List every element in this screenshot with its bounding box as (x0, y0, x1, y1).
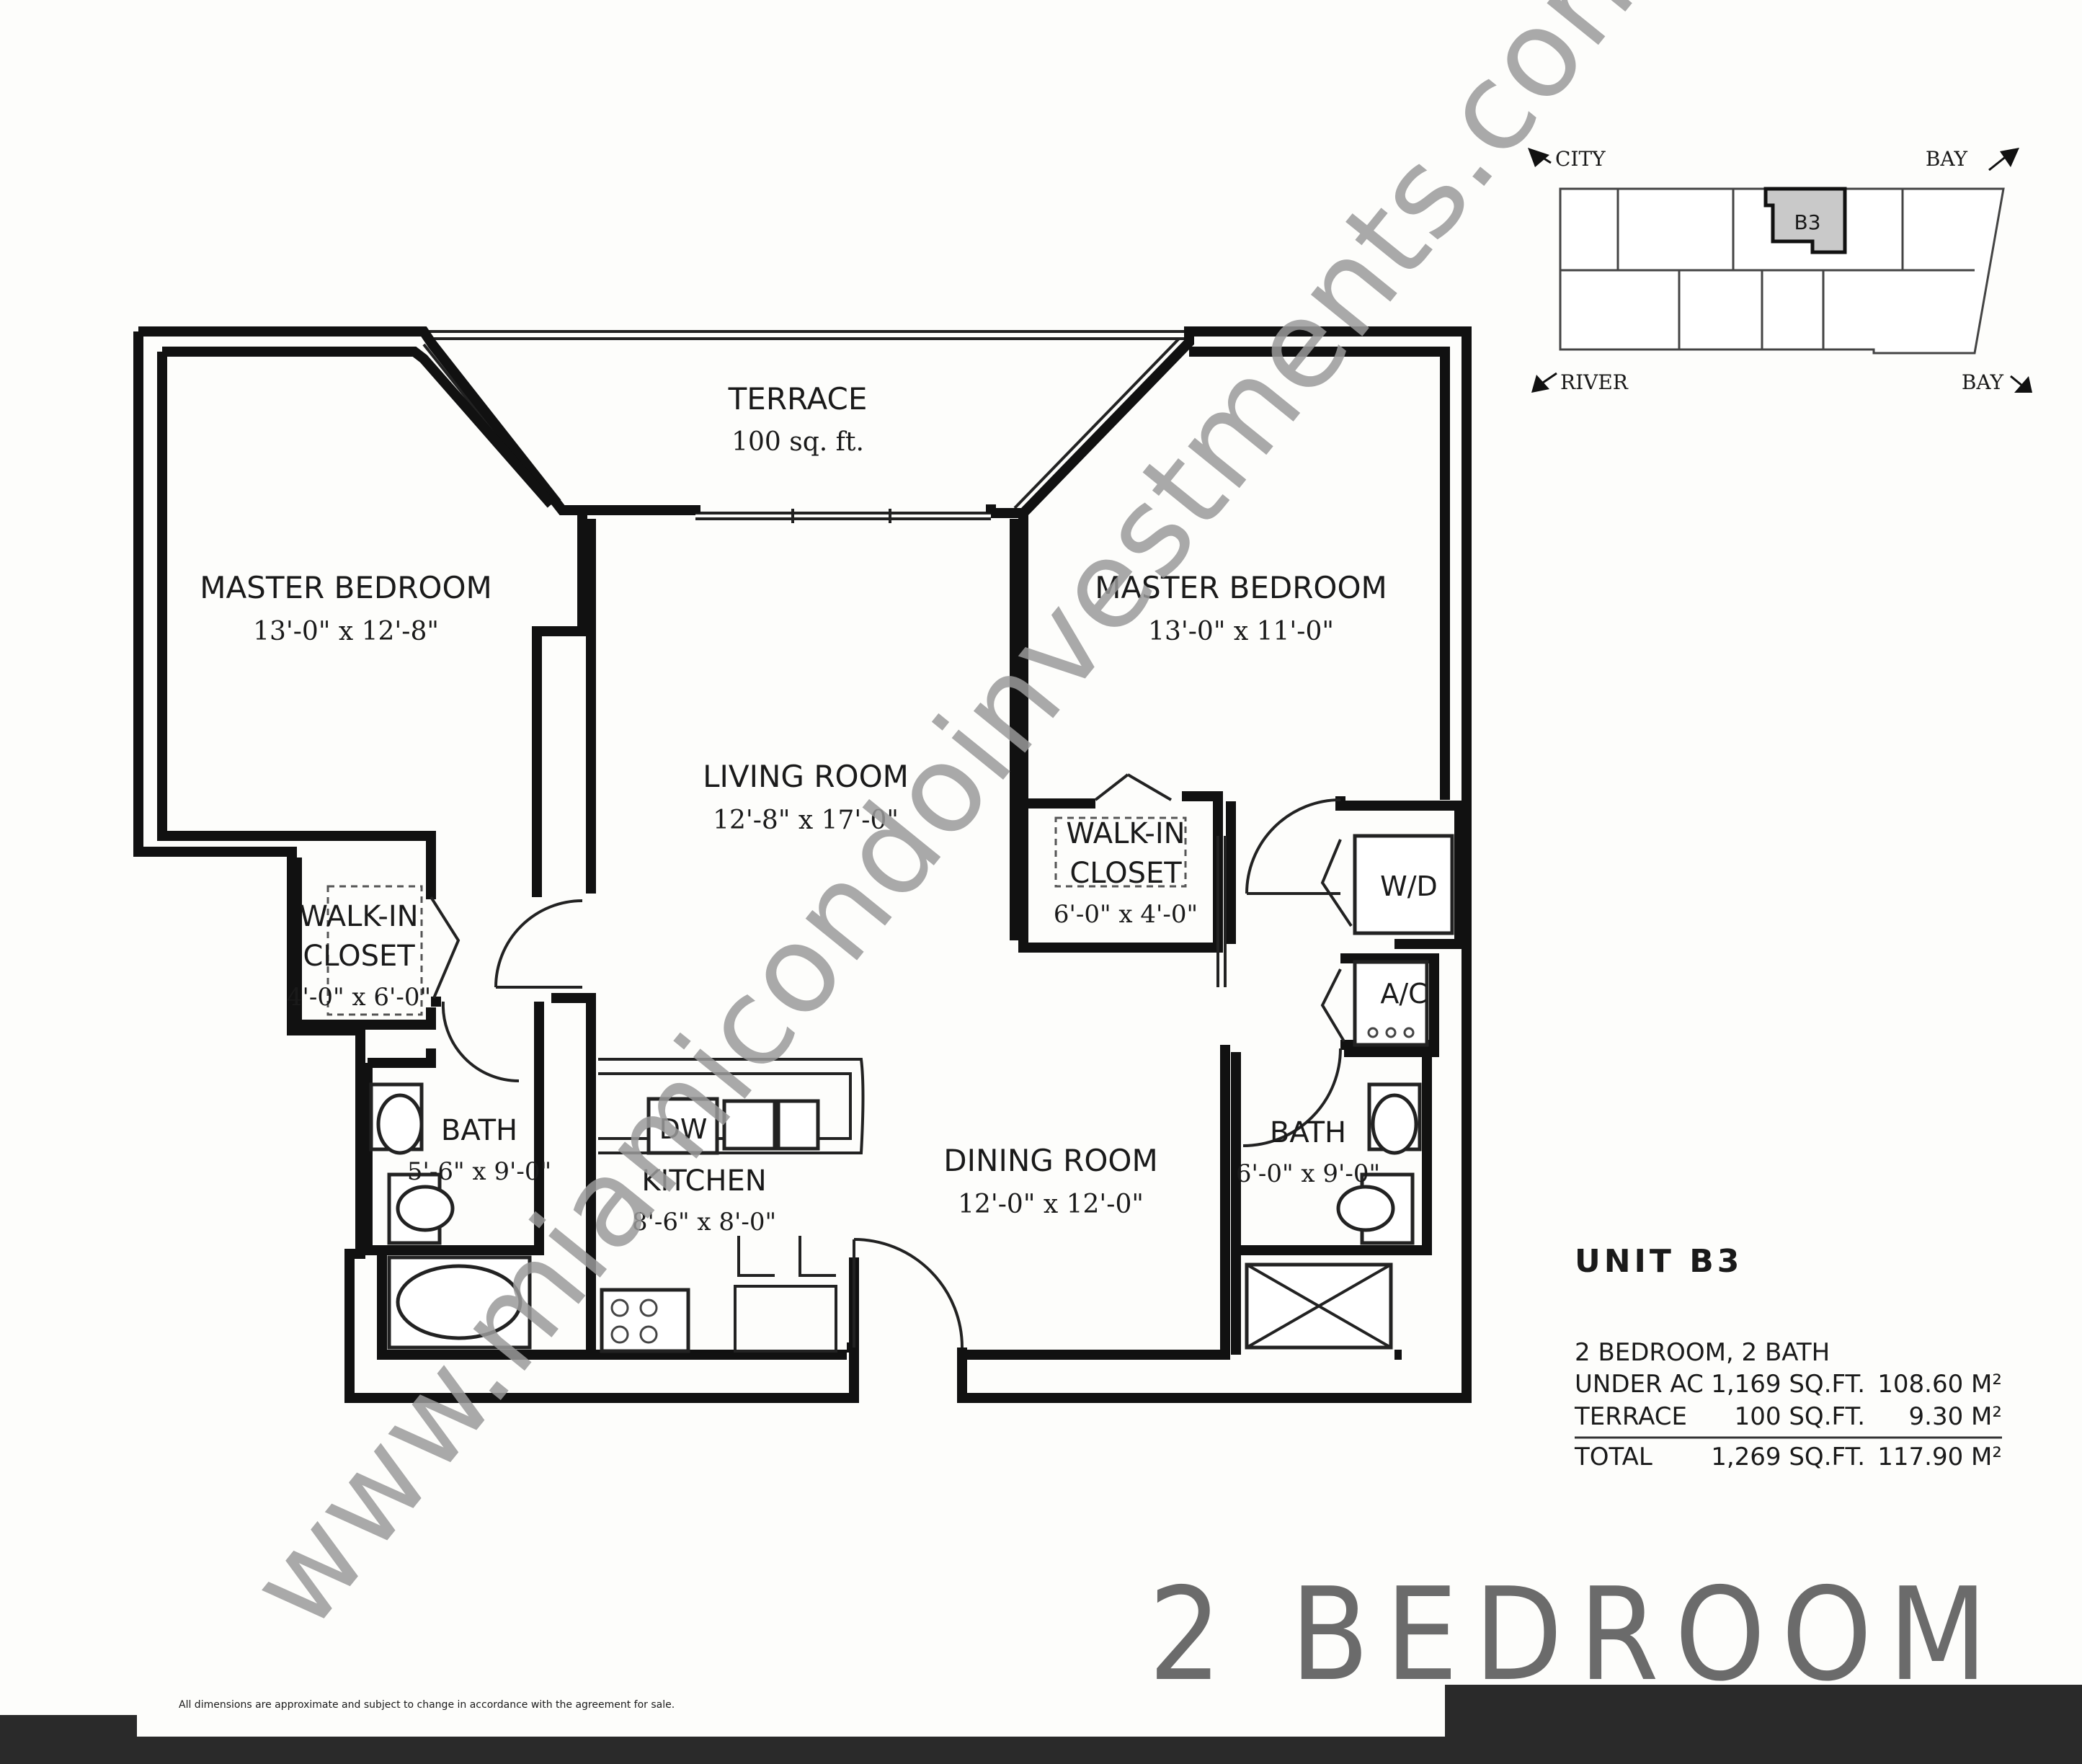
bath-left-size: 5'-6" x 9'-0" (407, 1157, 551, 1186)
bath-right-label: BATH (1270, 1116, 1346, 1149)
sink-right (776, 1099, 820, 1151)
dishwasher (646, 1097, 719, 1155)
unit-title: UNIT B3 (1575, 1243, 1743, 1280)
closet-left-label-2: CLOSET (303, 940, 415, 973)
specs-row-1-m2: 108.60 M² (1877, 1370, 2002, 1399)
closet-right-rail (1054, 816, 1187, 888)
sink-left (722, 1099, 777, 1151)
master-bedroom-right-label: MASTER BEDROOM (1095, 570, 1387, 605)
dining-room-size: 12'-0" x 12'-0" (958, 1190, 1144, 1219)
arrow-bay-bottom-icon (2014, 376, 2032, 393)
specs-row-2-m2: 9.30 M² (1909, 1402, 2002, 1431)
footer-bar-right (1445, 1685, 2082, 1764)
arrow-city-icon (1528, 148, 1549, 167)
kitchen-counters (598, 1058, 865, 1353)
specs-row-2-sqft: 100 SQ.FT. (1735, 1402, 1865, 1431)
dishwasher-label: DW (659, 1113, 708, 1145)
terrace-label: TERRACE (728, 381, 868, 416)
specs-row-1-label: UNDER AC (1575, 1370, 1704, 1399)
kitchen-label: KITCHEN (641, 1164, 766, 1198)
ac-label: A/C (1380, 978, 1427, 1010)
key-plan: B3 CITY BAY RIVER BAY (1528, 147, 2032, 394)
washer-dryer (1353, 834, 1454, 935)
closet-left-size: 4'-0" x 6'-0" (287, 983, 431, 1012)
closet-right-label-2: CLOSET (1069, 857, 1182, 890)
master-bedroom-right-size: 13'-0" x 11'-0" (1148, 617, 1334, 646)
fridge (734, 1285, 837, 1353)
arrow-bay-top-icon (2000, 148, 2019, 167)
closet-left-label-1: WALK-IN (299, 900, 418, 933)
headline: 2 BEDROOM (1148, 1560, 2003, 1709)
kitchen-size: 8'-6" x 8'-0" (632, 1208, 776, 1237)
specs-row-3-sqft: 1,269 SQ.FT. (1711, 1443, 1865, 1471)
master-bedroom-left-label: MASTER BEDROOM (200, 570, 492, 605)
unit-b3-highlight (1763, 187, 1847, 254)
disclaimer: All dimensions are approximate and subje… (179, 1699, 675, 1711)
keyplan-city: CITY (1555, 147, 1606, 171)
keyplan-bay-bottom: BAY (1962, 370, 2004, 394)
specs-row-2-label: TERRACE (1574, 1402, 1687, 1431)
closet-left-rail (326, 885, 423, 1016)
bath-fixtures (369, 834, 1454, 1350)
dining-room-label: DINING ROOM (943, 1143, 1157, 1178)
walls (133, 326, 1472, 1403)
closet-right-size: 6'-0" x 4'-0" (1054, 900, 1198, 929)
keyplan-bay-top: BAY (1926, 147, 1968, 171)
keyplan-river: RIVER (1560, 370, 1629, 394)
master-bedroom-left-size: 13'-0" x 12'-8" (253, 617, 439, 646)
specs-row-3-m2: 117.90 M² (1877, 1443, 2002, 1471)
living-room-size: 12'-8" x 17'-0" (713, 806, 899, 835)
washer-dryer-label: W/D (1380, 870, 1438, 902)
specs-row-1-sqft: 1,169 SQ.FT. (1711, 1370, 1865, 1399)
door-swings (430, 773, 1353, 1348)
living-room-label: LIVING ROOM (703, 759, 909, 794)
specs-type: 2 BEDROOM, 2 BATH (1575, 1338, 1830, 1367)
terrace-size: 100 sq. ft. (731, 427, 864, 457)
specs-table: 2 BEDROOM, 2 BATH UNDER AC 1,169 SQ.FT. … (1574, 1338, 2002, 1471)
specs-row-3-label: TOTAL (1574, 1443, 1652, 1471)
bath-left-label: BATH (441, 1114, 517, 1147)
bath-right-size: 6'-0" x 9'-0" (1236, 1159, 1380, 1188)
keyplan-unit-label: B3 (1794, 210, 1820, 234)
closet-right-label-1: WALK-IN (1066, 817, 1185, 850)
